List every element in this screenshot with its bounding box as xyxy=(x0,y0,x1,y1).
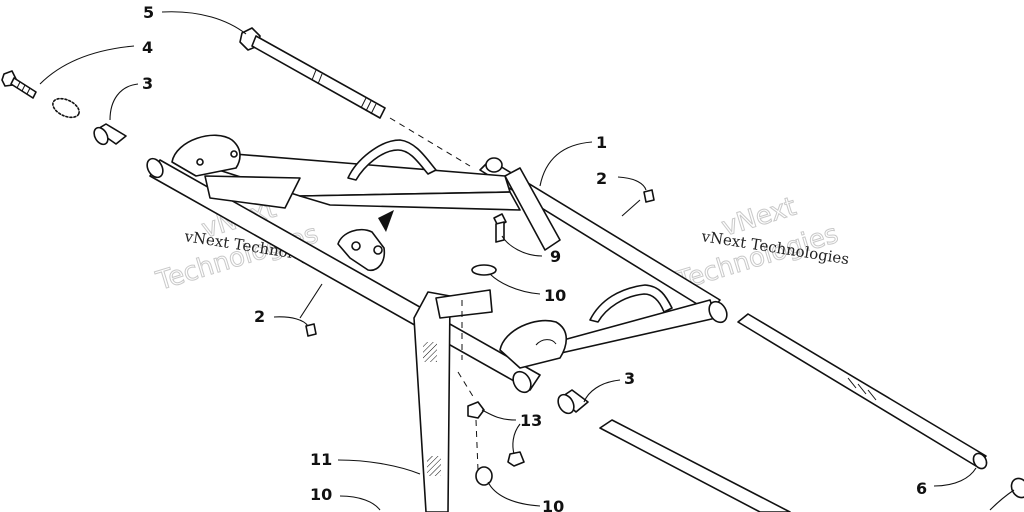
grease-fitting-2 xyxy=(305,189,655,337)
callout-9: 9 xyxy=(550,247,561,266)
callout-13: 13 xyxy=(520,411,542,430)
callout-3-top: 3 xyxy=(142,74,153,93)
callout-5: 5 xyxy=(143,3,154,22)
strut-hatch-upper xyxy=(423,342,437,362)
callout-2-right: 2 xyxy=(596,169,607,188)
strut-11 xyxy=(413,289,493,512)
callout-11: 11 xyxy=(310,450,332,469)
bushing-3-right xyxy=(557,389,589,415)
bushing-3-left xyxy=(93,123,127,146)
callouts: 5 4 3 1 2 2 9 10 3 13 11 10 10 6 xyxy=(142,3,927,512)
hardware-center xyxy=(467,213,525,486)
shaft-6 xyxy=(599,313,1024,512)
bolt-4 xyxy=(1,70,80,119)
callout-4: 4 xyxy=(142,38,153,57)
callout-10-bottom: 10 xyxy=(542,497,564,512)
bolt-5 xyxy=(239,27,471,167)
leader-lines xyxy=(39,11,1015,511)
callout-6: 6 xyxy=(916,479,927,498)
callout-3-right: 3 xyxy=(624,369,635,388)
watermark-right: vNext Technologies vNext Technologies xyxy=(672,191,851,297)
callout-2-left: 2 xyxy=(254,307,265,326)
callout-1: 1 xyxy=(596,133,607,152)
callout-10-upper: 10 xyxy=(544,286,566,305)
callout-10-left: 10 xyxy=(310,485,332,504)
strut-hatch-lower xyxy=(427,456,441,476)
